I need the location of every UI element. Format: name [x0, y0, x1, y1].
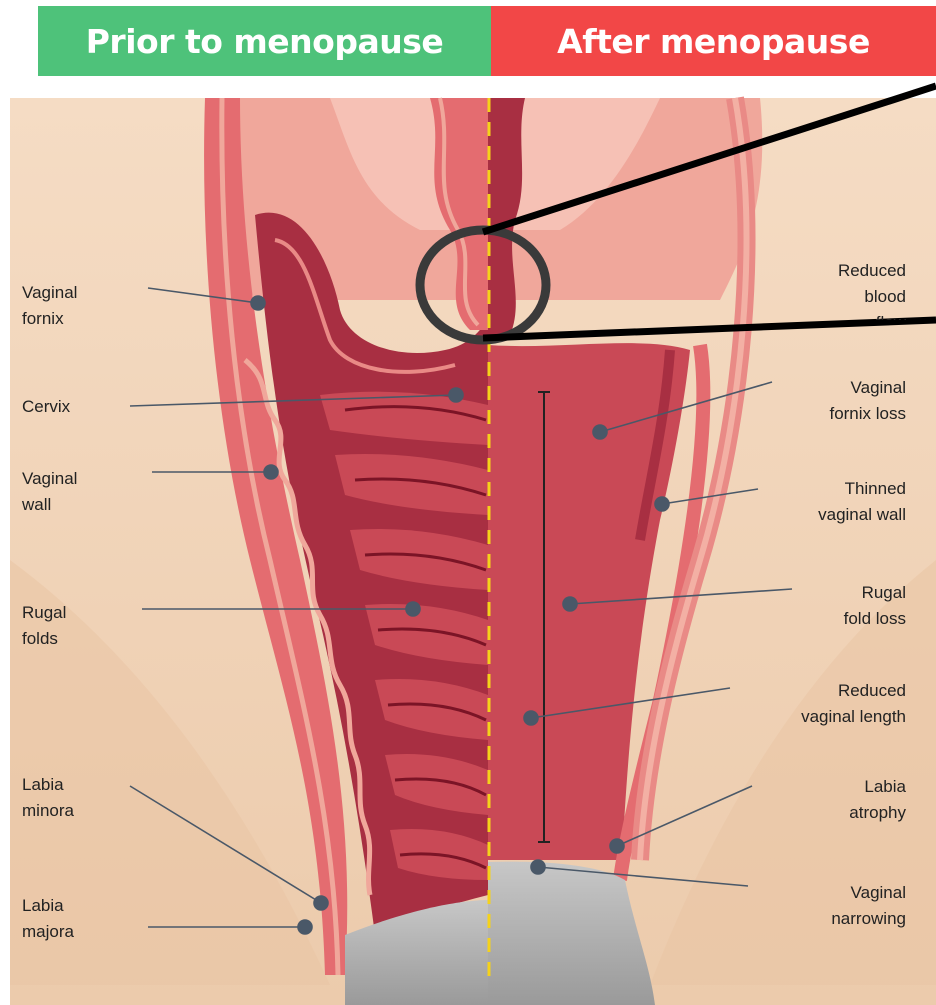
- label-rugal-fold-loss: Rugal fold loss: [706, 580, 906, 632]
- label-vaginal-fornix-loss: Vaginal fornix loss: [706, 375, 906, 427]
- label-thinned-vaginal-wall: Thinned vaginal wall: [706, 476, 906, 528]
- label-reduced-blood-flow: Reduced blood flow: [706, 258, 906, 320]
- label-vaginal-wall: Vaginal wall: [22, 466, 142, 518]
- label-rugal-folds: Rugal folds: [22, 600, 142, 652]
- label-labia-atrophy: Labia atrophy: [706, 774, 906, 826]
- label-labia-minora: Labia minora: [22, 772, 142, 824]
- label-vaginal-fornix: Vaginal fornix: [22, 280, 142, 332]
- label-labia-majora: Labia majora: [22, 893, 142, 945]
- label-reduced-vaginal-length: Reduced vaginal length: [706, 678, 906, 730]
- label-vaginal-narrowing: Vaginal narrowing: [706, 880, 906, 932]
- label-cervix: Cervix: [22, 394, 142, 420]
